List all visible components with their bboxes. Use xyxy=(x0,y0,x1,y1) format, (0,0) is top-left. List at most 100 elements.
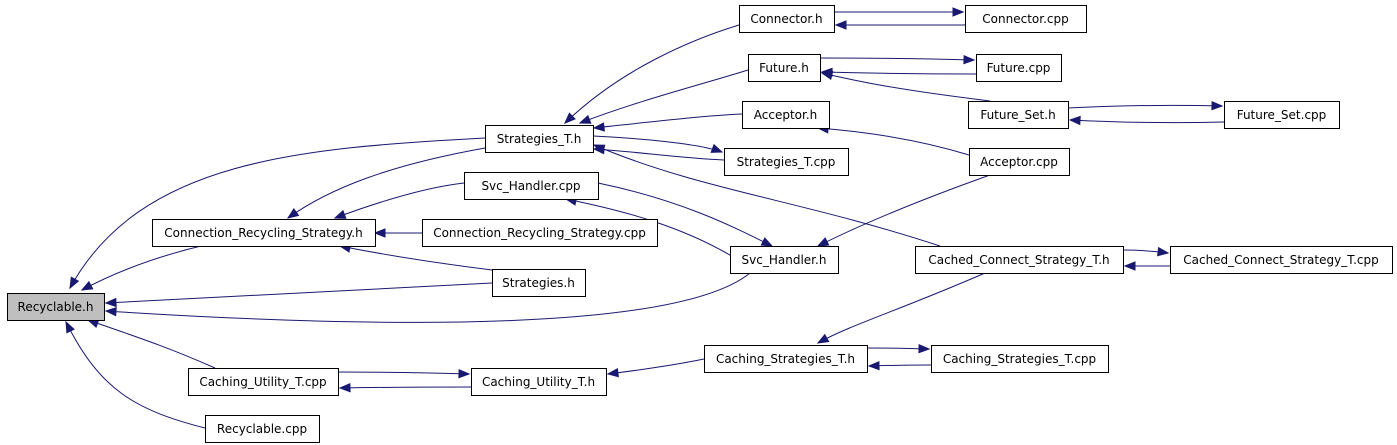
edge-strategies_h-to-connection_recycling_strategy_h xyxy=(338,243,493,271)
node-box[interactable] xyxy=(976,54,1062,82)
node-box[interactable] xyxy=(205,415,320,443)
node-recyclable-h[interactable]: Recyclable.h xyxy=(7,293,105,321)
edge-future_set_cpp-to-future_set_h xyxy=(1068,115,1225,126)
node-box[interactable] xyxy=(7,293,105,321)
edge-caching_utility_t_cpp-to-caching_utility_t_h xyxy=(337,368,471,379)
edge-line xyxy=(337,371,470,375)
node-label: Connector.h xyxy=(750,12,822,26)
node-box[interactable] xyxy=(1224,101,1340,129)
edge-caching_strategies_t_h-to-caching_strategies_t_cpp xyxy=(866,343,931,354)
edge-line xyxy=(87,319,216,369)
node-acceptor-cpp[interactable]: Acceptor.cpp xyxy=(969,148,1070,176)
edge-line xyxy=(817,127,970,156)
node-future-set-cpp[interactable]: Future_Set.cpp xyxy=(1224,101,1340,129)
node-box[interactable] xyxy=(742,101,830,129)
node-label: Strategies_T.cpp xyxy=(737,155,836,169)
node-label: Strategies.h xyxy=(502,276,575,290)
node-connection-recycling-strategy-cpp[interactable]: Connection_Recycling_Strategy.cpp xyxy=(422,219,658,247)
node-svc-handler-cpp[interactable]: Svc_Handler.cpp xyxy=(464,172,599,200)
arrow-head-icon xyxy=(578,114,592,124)
node-label: Future_Set.h xyxy=(980,108,1055,122)
node-box[interactable] xyxy=(724,148,849,176)
node-box[interactable] xyxy=(968,101,1069,129)
node-caching-strategies-t-h[interactable]: Caching_Strategies_T.h xyxy=(704,345,868,373)
node-box[interactable] xyxy=(730,246,839,274)
node-box[interactable] xyxy=(704,345,868,373)
node-cached-connect-strategy-t-cpp[interactable]: Cached_Connect_Strategy_T.cpp xyxy=(1170,246,1393,274)
node-box[interactable] xyxy=(188,368,339,396)
arrow-head-icon xyxy=(286,208,300,219)
node-box[interactable] xyxy=(485,125,594,153)
node-box[interactable] xyxy=(969,148,1070,176)
arrow-head-icon xyxy=(1211,100,1224,111)
arrow-head-icon xyxy=(816,237,830,247)
arrow-head-icon xyxy=(1123,261,1136,271)
arrow-head-icon xyxy=(606,368,619,378)
edge-line xyxy=(334,182,465,219)
arrow-head-icon xyxy=(963,54,976,65)
node-connection-recycling-strategy-h[interactable]: Connection_Recycling_Strategy.h xyxy=(152,219,376,247)
arrow-head-icon xyxy=(333,209,347,219)
arrow-head-icon xyxy=(65,320,75,334)
node-recyclable-cpp[interactable]: Recyclable.cpp xyxy=(205,415,320,443)
node-box[interactable] xyxy=(492,269,586,297)
edge-line xyxy=(564,24,740,124)
node-strategies-t-cpp[interactable]: Strategies_T.cpp xyxy=(724,148,849,176)
node-box[interactable] xyxy=(748,54,821,82)
node-label: Connector.cpp xyxy=(982,12,1068,26)
node-box[interactable] xyxy=(464,172,599,200)
node-cached-connect-strategy-t-h[interactable]: Cached_Connect_Strategy_T.h xyxy=(915,246,1124,274)
edge-future_h-to-future_cpp xyxy=(819,54,976,65)
arrow-head-icon xyxy=(69,276,80,290)
node-acceptor-h[interactable]: Acceptor.h xyxy=(742,101,830,129)
edge-future_h-to-strategies_t_h xyxy=(578,69,749,124)
edge-cached_connect_strategy_t_h-to-caching_strategies_t_h xyxy=(816,272,986,344)
arrow-head-icon xyxy=(104,306,117,317)
arrow-head-icon xyxy=(1068,115,1081,126)
node-strategies-h[interactable]: Strategies.h xyxy=(492,269,586,297)
node-future-set-h[interactable]: Future_Set.h xyxy=(968,101,1069,129)
edge-line xyxy=(579,69,749,124)
node-box[interactable] xyxy=(739,5,835,33)
edge-line xyxy=(105,272,751,323)
node-connector-h[interactable]: Connector.h xyxy=(739,5,835,33)
edge-strategies_h-to-recyclable_h xyxy=(104,282,493,308)
arrow-head-icon xyxy=(710,143,724,153)
arrow-head-icon xyxy=(592,144,606,154)
node-strategies-t-h[interactable]: Strategies_T.h xyxy=(485,125,594,153)
edge-line xyxy=(1067,104,1223,109)
node-caching-utility-t-h[interactable]: Caching_Utility_T.h xyxy=(471,368,607,396)
node-box[interactable] xyxy=(965,5,1087,33)
edge-future_cpp-to-future_h xyxy=(820,67,977,78)
edge-line xyxy=(287,147,486,219)
edge-connector_cpp-to-connector_h xyxy=(834,20,965,30)
arrow-head-icon xyxy=(1157,246,1170,257)
node-label: Cached_Connect_Strategy_T.h xyxy=(928,253,1109,267)
node-future-cpp[interactable]: Future.cpp xyxy=(976,54,1062,82)
edge-strategies_t_h-to-recyclable_h xyxy=(69,137,486,290)
edge-cached_connect_strategy_t_h-to-cached_connect_strategy_t_cpp xyxy=(1122,246,1170,257)
node-box[interactable] xyxy=(422,219,658,247)
node-box[interactable] xyxy=(931,345,1109,373)
edge-line xyxy=(821,71,977,75)
node-label: Connection_Recycling_Strategy.cpp xyxy=(433,226,646,240)
edge-line xyxy=(817,174,991,247)
node-connector-cpp[interactable]: Connector.cpp xyxy=(965,5,1087,33)
node-svc-handler-h[interactable]: Svc_Handler.h xyxy=(730,246,839,274)
edge-line xyxy=(593,144,941,247)
node-future-h[interactable]: Future.h xyxy=(748,54,821,82)
node-box[interactable] xyxy=(1170,246,1393,274)
arrow-head-icon xyxy=(816,333,830,344)
node-caching-utility-t-cpp[interactable]: Caching_Utility_T.cpp xyxy=(188,368,339,396)
node-label: Connection_Recycling_Strategy.h xyxy=(164,226,362,240)
node-box[interactable] xyxy=(152,219,376,247)
node-box[interactable] xyxy=(471,368,607,396)
edge-line xyxy=(819,57,975,61)
node-caching-strategies-t-cpp[interactable]: Caching_Strategies_T.cpp xyxy=(931,345,1109,373)
edge-line xyxy=(1069,119,1225,124)
edge-line xyxy=(821,72,991,102)
arrow-head-icon xyxy=(458,368,471,379)
node-box[interactable] xyxy=(915,246,1124,274)
node-layer: Recyclable.h Connection_Recycling_Strateg… xyxy=(7,5,1393,443)
edge-connection_recycling_strategy_h-to-recyclable_h xyxy=(80,244,206,291)
